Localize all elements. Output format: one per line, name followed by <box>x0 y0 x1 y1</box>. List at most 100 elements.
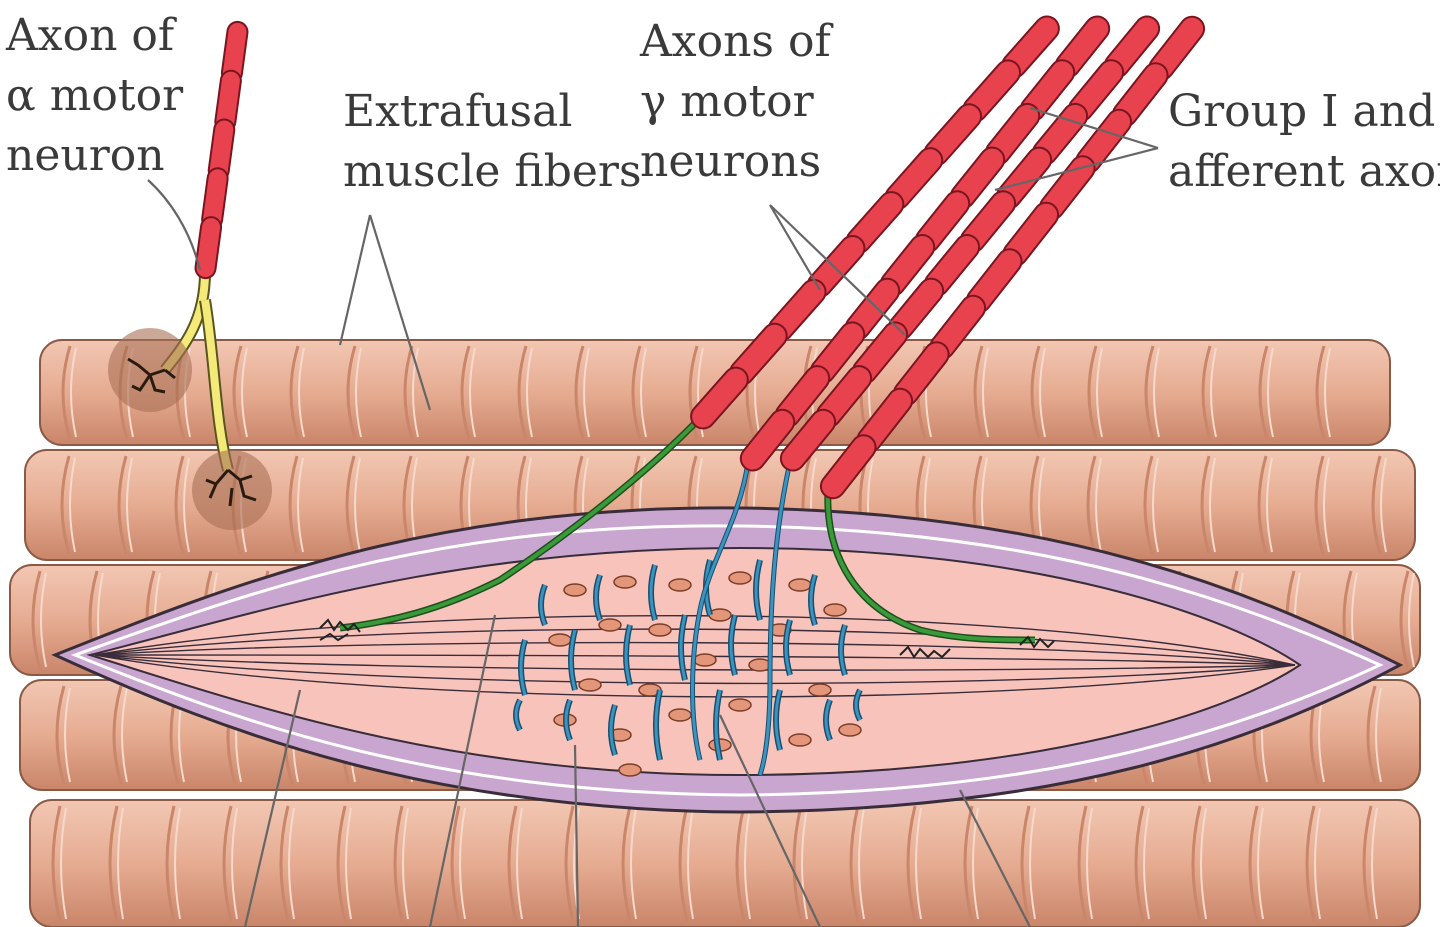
gamma-myelin-segment-fill <box>692 368 747 428</box>
fiber-striation <box>1257 455 1268 555</box>
fiber-highlight <box>1371 807 1378 920</box>
fiber-highlight <box>1153 347 1160 438</box>
intrafusal-fiber-line <box>94 641 1296 666</box>
nucleus <box>648 623 672 637</box>
afferent-myelin-segment-fill <box>781 410 835 470</box>
fiber-highlight <box>459 807 466 920</box>
afferent-myelin-segment-fill <box>986 104 1039 164</box>
alpha-myelin-segment-fill <box>196 218 221 278</box>
fiber-highlight <box>516 807 523 920</box>
gamma-myelin-segment-fill <box>1003 17 1058 77</box>
fiber-striation <box>1143 455 1154 555</box>
fiber-highlight <box>70 347 77 438</box>
fiber-highlight <box>630 807 637 920</box>
label-gamma-motor-axons: Axons of γ motor neurons <box>640 16 831 187</box>
fiber-highlight <box>183 457 190 553</box>
afferent-myelin-segment-fill <box>1069 61 1123 120</box>
fiber-highlight <box>1266 457 1273 553</box>
fiber-striation <box>346 345 357 440</box>
gamma-myelin-segment-fill <box>769 280 825 340</box>
fiber-highlight <box>121 687 128 783</box>
fiber-striation <box>288 455 299 555</box>
nucleus <box>548 633 572 647</box>
afferent-myelin-segment-fill <box>1056 17 1109 77</box>
fiber-highlight <box>1029 807 1036 920</box>
afferent-myelin-segment-fill <box>881 235 934 295</box>
leader-bottom-5 <box>959 789 1031 927</box>
alpha-myelin-segment-fill <box>209 120 234 180</box>
fiber-striation <box>403 345 414 440</box>
fiber-striation <box>117 455 128 555</box>
fiber-striation <box>174 455 185 555</box>
afferent-myelin-segment-fill <box>1033 104 1087 164</box>
motor-endplate-left <box>319 618 361 642</box>
fiber-striation <box>112 685 123 785</box>
gamma-myelin-segment-fill <box>931 296 985 358</box>
fiber-highlight <box>69 457 76 553</box>
fiber-highlight <box>1143 807 1150 920</box>
afferent-myelin-segment-fill <box>951 148 1004 208</box>
gamma-myelin-segment-fill <box>821 436 875 498</box>
fiber-highlight <box>1210 347 1217 438</box>
label-extrafusal-fibers: Extrafusal muscle fibers <box>343 86 642 197</box>
fiber-striation <box>1371 455 1382 555</box>
fiber-striation <box>1248 805 1259 922</box>
fiber-striation <box>1366 685 1377 785</box>
afferent-myelin-segment-fill <box>1021 61 1074 120</box>
sensory-ending-coil-highlight <box>854 689 862 721</box>
fiber-highlight <box>40 572 47 668</box>
afferent-myelin-segment-fill <box>997 148 1051 208</box>
fiber-highlight <box>1086 807 1093 920</box>
fiber-highlight <box>640 347 647 438</box>
afferent-myelin-segment-fill <box>853 323 907 383</box>
fiber-highlight <box>345 807 352 920</box>
leader-gamma-2 <box>769 204 906 336</box>
nucleus <box>728 571 752 585</box>
fiber-striation <box>450 805 461 922</box>
fiber-striation <box>232 345 243 440</box>
leader-bottom-2 <box>428 614 497 927</box>
fiber-striation <box>108 805 119 922</box>
fiber-striation <box>60 455 71 555</box>
nucleus <box>668 578 692 592</box>
fiber-striation <box>336 805 347 922</box>
fiber-striation <box>621 805 632 922</box>
fiber-striation <box>1200 455 1211 555</box>
fiber-highlight <box>354 457 361 553</box>
nucleus <box>618 763 642 777</box>
sensory-ending-coil-highlight <box>594 574 602 621</box>
nucleus <box>788 733 812 747</box>
fiber-highlight <box>1257 807 1264 920</box>
fiber-highlight <box>64 687 71 783</box>
fiber-striation <box>1087 345 1098 440</box>
nucleus <box>808 683 832 697</box>
gamma-myelin-segment-fill <box>847 193 903 252</box>
fiber-highlight <box>288 807 295 920</box>
fiber-striation <box>1030 345 1041 440</box>
fiber-striation <box>517 345 528 440</box>
fiber-striation <box>31 570 42 670</box>
alpha-myelin-segment-fill <box>203 169 227 229</box>
afferent-myelin-segment-fill <box>776 367 829 426</box>
sensory-ending-coil-highlight <box>569 629 577 691</box>
fiber-highlight <box>687 807 694 920</box>
gamma-myelin-segment-fill <box>1150 17 1204 79</box>
fiber-highlight <box>355 347 362 438</box>
sensory-ending-coil-highlight <box>514 699 522 731</box>
fiber-highlight <box>1267 347 1274 438</box>
sensory-ending-coil-highlight <box>774 689 782 751</box>
afferent-myelin-segment-fill <box>741 410 794 470</box>
fiber-highlight <box>1209 457 1216 553</box>
fiber-highlight <box>402 807 409 920</box>
nucleus <box>693 653 717 667</box>
gamma-myelin-segment-fill <box>967 250 1021 312</box>
label-afferent-axons: Group I and II afferent axons <box>1168 86 1440 197</box>
fiber-striation <box>1399 570 1410 670</box>
nucleus <box>838 723 862 737</box>
fiber-highlight <box>1408 572 1415 668</box>
fiber-striation <box>678 805 689 922</box>
fiber-striation <box>792 805 803 922</box>
fiber-striation <box>906 805 917 922</box>
fiber-striation <box>393 805 404 922</box>
fiber-striation <box>631 345 642 440</box>
